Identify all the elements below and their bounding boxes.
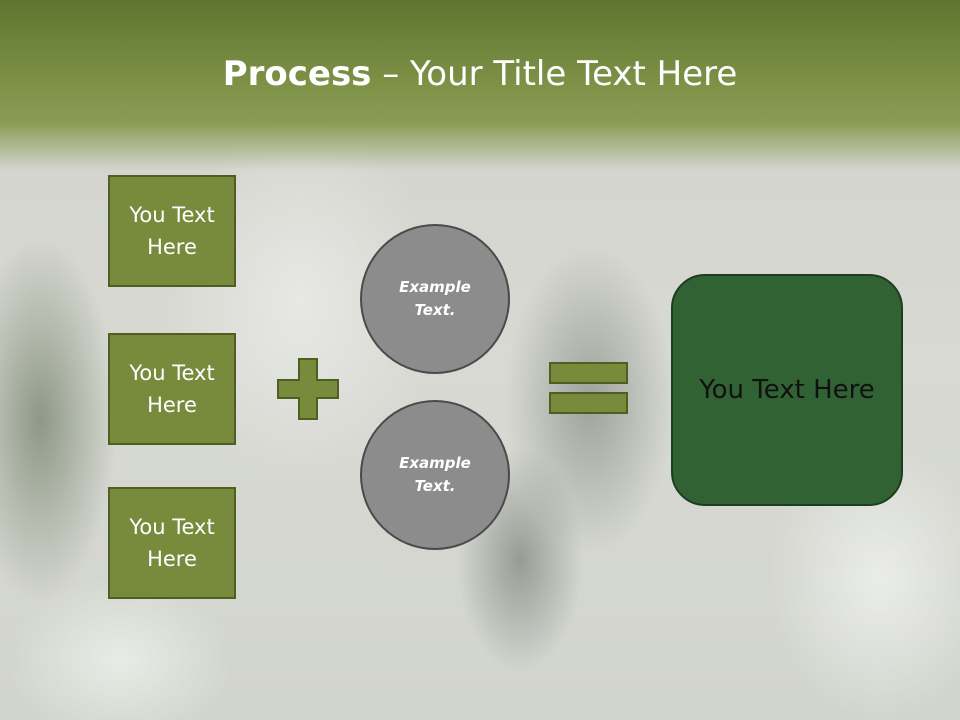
input-box-2: You Text Here (108, 333, 236, 445)
input-box-label: You Text Here (129, 361, 215, 417)
example-circle-label: Example Text. (399, 278, 471, 319)
example-circle-1: Example Text. (360, 224, 510, 374)
title-rest: – Your Title Text Here (371, 54, 738, 94)
title-bold: Process (222, 54, 372, 94)
header-band (0, 0, 960, 170)
example-circle-label: Example Text. (399, 454, 471, 495)
input-box-label: You Text Here (129, 203, 215, 259)
result-box: You Text Here (671, 274, 903, 506)
example-circle-2: Example Text. (360, 400, 510, 550)
input-box-3: You Text Here (108, 487, 236, 599)
result-label: You Text Here (699, 375, 875, 405)
input-box-1: You Text Here (108, 175, 236, 287)
slide-title: Process – Your Title Text Here (0, 52, 960, 96)
equals-icon (549, 362, 628, 414)
plus-icon (277, 358, 339, 420)
input-box-label: You Text Here (129, 515, 215, 571)
